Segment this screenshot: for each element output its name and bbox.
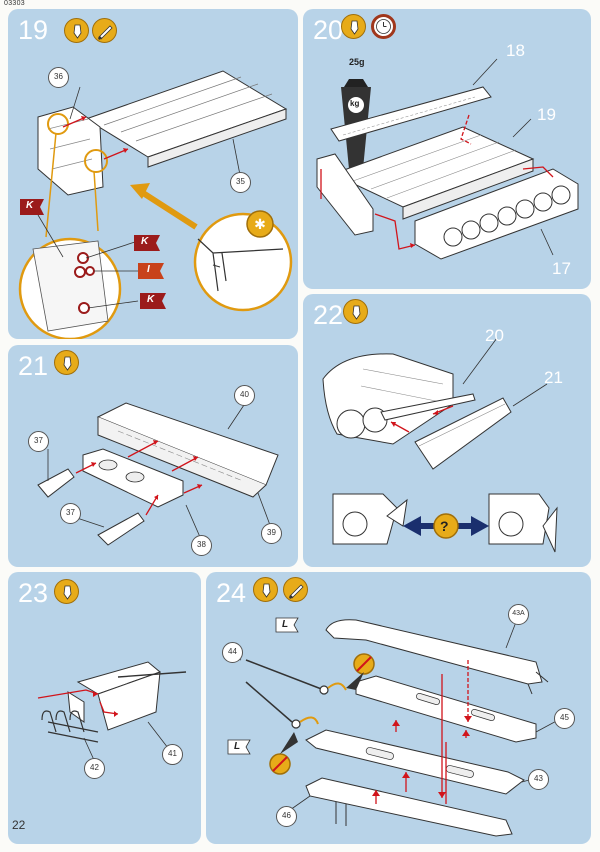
glue-weight: 25g: [349, 57, 365, 67]
part-callout: 40: [234, 385, 255, 406]
glue-icon: [343, 299, 368, 324]
marker-k: K: [141, 236, 149, 247]
kit-code: 03303: [4, 0, 25, 7]
step-20-panel: 20 25g kg 18: [303, 9, 591, 289]
part-number: 19: [537, 105, 556, 124]
step-19-panel: 19: [8, 9, 298, 339]
part-callout: 42: [84, 758, 105, 779]
weight-label: kg: [350, 99, 360, 108]
part-callout: 37: [60, 503, 81, 524]
marker-k: K: [26, 200, 34, 211]
part-number: 21: [544, 368, 563, 387]
part-callout: 37: [28, 431, 49, 452]
marker-l: L: [234, 741, 241, 752]
part-callout: 36: [48, 67, 69, 88]
step-22-illustration: [322, 337, 558, 553]
glue-icon: [54, 579, 79, 604]
question-icon: ?: [440, 518, 449, 534]
glue-icon: [64, 18, 89, 43]
step-number: 21: [18, 351, 49, 381]
step-21-illustration: [37, 402, 279, 546]
svg-text:✱: ✱: [254, 217, 266, 233]
step-23-illustration: [37, 661, 187, 761]
part-callout: 35: [230, 172, 251, 193]
step-number: 20: [313, 15, 344, 45]
step-number: 23: [18, 578, 49, 608]
step-22-panel: 22 ? 20 21: [303, 294, 591, 567]
part-callout: 39: [261, 523, 282, 544]
step-23-panel: 23 41 42: [8, 572, 201, 844]
step-20-illustration: [316, 58, 579, 260]
step-21-panel: 21 40 37 37 38 39: [8, 345, 298, 567]
paint-icon: [92, 18, 117, 43]
part-callout: 45: [554, 708, 575, 729]
step-number: 19: [18, 15, 49, 45]
page-number: 22: [12, 818, 26, 832]
clock-icon: [371, 14, 396, 39]
step-number: 22: [313, 300, 344, 330]
marker-l: L: [282, 619, 289, 630]
step-24-panel: 24: [206, 572, 591, 844]
step-24-illustration: [227, 617, 563, 837]
marker-i: I: [147, 264, 150, 275]
part-number: 20: [485, 326, 504, 345]
part-callout: 43A: [508, 604, 529, 625]
part-callout: 44: [222, 642, 243, 663]
paint-icon: [283, 577, 308, 602]
step-number: 24: [216, 578, 247, 608]
part-callout: 41: [162, 744, 183, 765]
part-number: 18: [506, 41, 525, 60]
part-callout: 38: [191, 535, 212, 556]
part-callout: 46: [276, 806, 297, 827]
glue-icon: [54, 350, 79, 375]
marker-k: K: [147, 294, 155, 305]
glue-icon: [341, 14, 366, 39]
part-callout: 43: [528, 769, 549, 790]
glue-icon: [253, 577, 278, 602]
part-number: 17: [552, 259, 571, 278]
step-19-illustration: ✱: [18, 70, 293, 339]
